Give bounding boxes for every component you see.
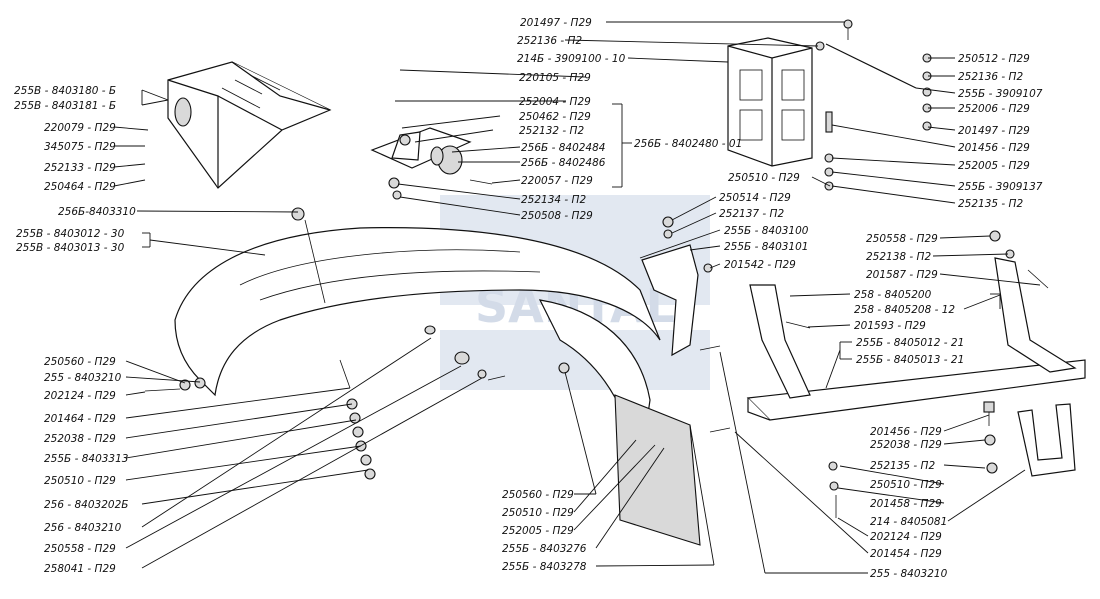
cover-housing-part: [167, 61, 332, 189]
label-250508-P29: 250508 - П29: [521, 210, 593, 222]
label-250510-P29-right: 250510 - П29: [870, 479, 942, 491]
label-252134-P2: 252134 - П2: [521, 194, 586, 206]
label-252005-P29-top: 252005 - П29: [958, 160, 1030, 172]
label-250510-P29-bottom: 250510 - П29: [502, 507, 574, 519]
label-255V-8403013-30: 255В - 8403013 - 30: [16, 242, 125, 254]
label-252133-P29: 252133 - П29: [44, 162, 116, 174]
label-250462-P29: 250462 - П29: [519, 111, 591, 123]
label-250510-P29-top: 250510 - П29: [728, 172, 800, 184]
leader-lines: [113, 21, 1041, 574]
label-252135-P2-top: 252135 - П2: [958, 198, 1023, 210]
label-256-8403210: 256 - 8403210: [44, 522, 122, 534]
label-201464-P29: 201464 - П29: [44, 413, 116, 425]
label-201593-P29: 201593 - П29: [854, 320, 926, 332]
label-252038-P29-right: 252038 - П29: [870, 439, 942, 451]
label-252038-P29-left: 252038 - П29: [44, 433, 116, 445]
label-220057-P29: 220057 - П29: [521, 175, 593, 187]
label-252006-P29: 252006 - П29: [958, 103, 1030, 115]
label-201456-P29-top: 201456 - П29: [958, 142, 1030, 154]
label-250512-P29: 250512 - П29: [958, 53, 1030, 65]
label-255B-8403276: 255Б - 8403276: [502, 543, 587, 555]
label-252005-P29-bottom: 252005 - П29: [502, 525, 574, 537]
label-201454-P29: 201454 - П29: [870, 548, 942, 560]
label-252137-P2: 252137 - П2: [719, 208, 784, 220]
label-250464-P29: 250464 - П29: [44, 181, 116, 193]
crossbar-assembly-part: [746, 230, 1086, 518]
label-250514-P29: 250514 - П29: [719, 192, 791, 204]
label-214-8405081: 214 - 8405081: [870, 516, 947, 528]
label-255B-8403313: 255Б - 8403313: [44, 453, 128, 465]
label-201456-P29-bottom: 201456 - П29: [870, 426, 942, 438]
label-255B-8405013-21: 255Б - 8405013 - 21: [856, 354, 964, 366]
label-220079-P29: 220079 - П29: [44, 122, 116, 134]
label-201542-P29: 201542 - П29: [724, 259, 796, 271]
label-201497-P29-top: 201497 - П29: [520, 17, 592, 29]
label-252004-P29: 252004 - П29: [519, 96, 591, 108]
label-250560-P29-bottom: 250560 - П29: [502, 489, 574, 501]
label-252136-P2-right: 252136 - П2: [958, 71, 1023, 83]
label-201587-P29: 201587 - П29: [866, 269, 938, 281]
label-255-8403210-left: 255 - 8403210: [44, 372, 122, 384]
label-250558-P29-left: 250558 - П29: [44, 543, 116, 555]
label-258-8405200: 258 - 8405200: [854, 289, 932, 301]
label-255V-8403012-30: 255В - 8403012 - 30: [16, 228, 125, 240]
label-201497-P29-right: 201497 - П29: [958, 125, 1030, 137]
label-256B-8403310: 256Б-8403310: [58, 206, 136, 218]
label-255V-8403181-B: 255В - 8403181 - Б: [14, 100, 116, 112]
label-255B-8403100: 255Б - 8403100: [724, 225, 809, 237]
label-252136-P2-top: 252136 - П2: [517, 35, 582, 47]
label-250510-P29-left: 250510 - П29: [44, 475, 116, 487]
label-202124-P29-right: 202124 - П29: [870, 531, 942, 543]
label-256-8403202B: 256 - 8403202Б: [44, 499, 128, 511]
label-255B-3909107: 255Б - 3909107: [958, 88, 1043, 100]
label-202124-P29-left: 202124 - П29: [44, 390, 116, 402]
label-252132-P2: 252132 - П2: [519, 125, 584, 137]
label-256B-8402480-01: 256Б - 8402480 - 01: [634, 138, 742, 150]
label-255-8403210-right: 255 - 8403210: [870, 568, 948, 580]
fender-part: [144, 207, 701, 546]
label-252135-P2-bottom: 252135 - П2: [870, 460, 935, 472]
label-255B-8403278: 255Б - 8403278: [502, 561, 587, 573]
label-201458-P29: 201458 - П29: [870, 498, 942, 510]
label-250558-P29-right: 250558 - П29: [866, 233, 938, 245]
label-255B-8405012-21: 255Б - 8405012 - 21: [856, 337, 964, 349]
label-255B-3909137: 255Б - 3909137: [958, 181, 1043, 193]
battery-box-frame-part: [727, 19, 932, 191]
label-256B-8402484: 256Б - 8402484: [521, 142, 605, 154]
label-256B-8402486: 256Б - 8402486: [521, 157, 606, 169]
label-258041-P29: 258041 - П29: [44, 563, 116, 575]
bracket-assembly-part: [370, 127, 493, 200]
label-255B-8403101: 255Б - 8403101: [724, 241, 808, 253]
label-255V-8403180-B: 255В - 8403180 - Б: [14, 85, 116, 97]
part-labels: 201497 - П29 252136 - П2 214Б - 3909100 …: [14, 17, 1043, 580]
label-345075-P29: 345075 - П29: [44, 141, 116, 153]
label-258-8405208-12: 258 - 8405208 - 12: [854, 304, 955, 316]
label-250560-P29-left: 250560 - П29: [44, 356, 116, 368]
label-252138-P2: 252138 - П2: [866, 251, 931, 263]
label-214B-3909100-10: 214Б - 3909100 - 10: [517, 53, 626, 65]
label-220105-P29: 220105 - П29: [519, 72, 591, 84]
